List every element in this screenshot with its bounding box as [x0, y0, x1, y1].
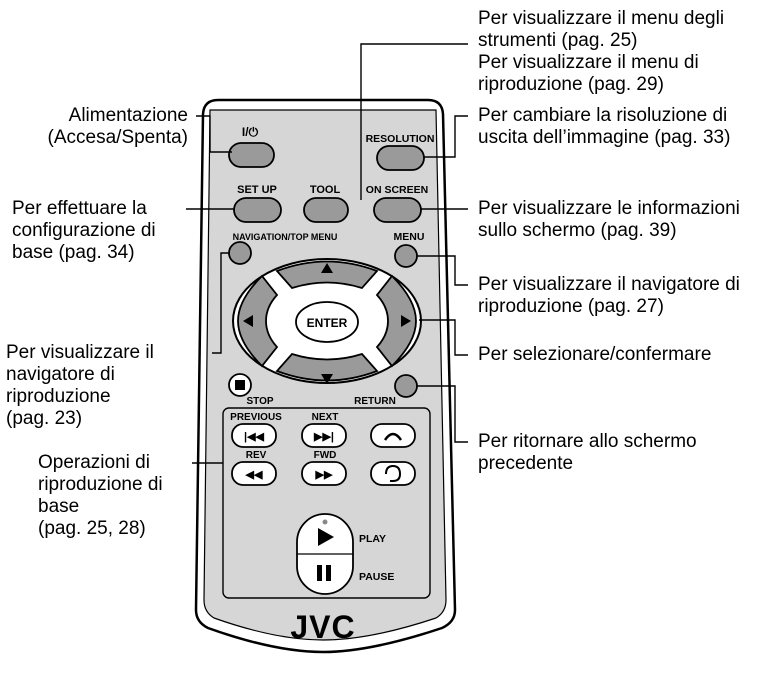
right-button[interactable] — [375, 274, 417, 368]
rev-button[interactable] — [231, 461, 277, 486]
leader-tool — [360, 43, 468, 200]
enter-button[interactable] — [295, 301, 359, 343]
on-screen-label: ON SCREEN — [366, 184, 428, 196]
leader-navigation — [212, 252, 230, 354]
annotation-navigation: Per visualizzare il navigatore di riprod… — [6, 342, 154, 430]
rev-label: REV — [246, 450, 267, 461]
annotation-return-line: precedente — [478, 453, 574, 474]
annotation-on-screen: Per visualizzare le informazioni sullo s… — [478, 198, 740, 242]
left-arrow-icon — [243, 315, 253, 327]
stop-icon — [235, 380, 245, 390]
annotation-playback-line: riproduzione di — [38, 474, 163, 495]
return-button[interactable] — [394, 374, 418, 398]
previous-icon: |◀◀ — [244, 431, 265, 443]
annotation-playback-line: Operazioni di — [38, 452, 150, 473]
next-label: NEXT — [312, 412, 339, 423]
play-indicator-dot — [322, 519, 328, 525]
annotation-tool-line: Per visualizzare il menu degli — [478, 8, 725, 29]
annotation-navigation-line: riproduzione — [6, 386, 111, 407]
playback-panel — [222, 407, 431, 599]
brand-logo: JVC — [290, 609, 355, 645]
fwd-label: FWD — [314, 450, 337, 461]
resolution-button[interactable] — [376, 145, 425, 171]
annotation-tool-line: strumenti (pag. 25) — [478, 30, 638, 51]
enter-label: ENTER — [307, 316, 348, 330]
leader-select — [419, 319, 468, 356]
annotation-select-line: Per selezionare/confermare — [478, 344, 712, 365]
replay-button[interactable] — [370, 461, 416, 486]
annotation-power: Alimentazione (Accesa/Spenta) — [48, 105, 188, 149]
annotation-playback-line: (pag. 25, 28) — [38, 518, 146, 539]
resolution-label: RESOLUTION — [366, 133, 435, 145]
fwd-icon: ▶▶ — [315, 469, 333, 481]
annotation-setup-line: Per effettuare la — [12, 198, 147, 219]
skip-forward-icon — [383, 432, 403, 441]
annotation-return: Per ritornare allo schermo precedente — [478, 431, 697, 475]
annotation-tool: Per visualizzare il menu degli strumenti… — [478, 8, 724, 96]
setup-label: SET UP — [237, 184, 277, 196]
annotation-setup-line: configurazione di — [12, 220, 156, 241]
leader-power — [196, 115, 232, 153]
navigation-label: NAVIGATION/TOP MENU — [233, 232, 338, 242]
rev-icon: ◀◀ — [245, 469, 263, 481]
previous-label: PREVIOUS — [230, 412, 282, 423]
leader-menu — [417, 255, 468, 286]
annotation-on-screen-line: Per visualizzare le informazioni — [478, 198, 740, 219]
next-button[interactable] — [301, 423, 347, 448]
annotation-navigation-line: Per visualizzare il — [6, 342, 154, 363]
power-label: I/⏻ — [242, 125, 259, 139]
annotation-tool-line: Per visualizzare il menu di — [478, 52, 699, 73]
annotation-resolution-line: Per cambiare la risoluzione di — [478, 105, 728, 126]
pause-icon-left — [317, 565, 322, 581]
down-arrow-icon — [321, 374, 333, 384]
leader-lines — [186, 43, 468, 464]
up-button[interactable] — [275, 260, 379, 290]
navigation-button[interactable] — [228, 241, 252, 265]
tool-label: TOOL — [310, 184, 341, 196]
play-label: PLAY — [359, 533, 386, 545]
menu-label: MENU — [394, 231, 425, 243]
down-button[interactable] — [275, 352, 379, 382]
on-screen-button[interactable] — [373, 197, 422, 223]
power-button[interactable] — [228, 142, 275, 168]
annotation-setup-line: base (pag. 34) — [12, 242, 135, 263]
annotation-on-screen-line: sullo schermo (pag. 39) — [478, 220, 677, 241]
left-button[interactable] — [237, 274, 279, 368]
menu-button[interactable] — [394, 244, 418, 268]
annotation-select: Per selezionare/confermare — [478, 344, 711, 366]
tool-button[interactable] — [303, 197, 349, 223]
setup-button[interactable] — [233, 197, 282, 223]
next-icon: ▶▶| — [313, 431, 334, 443]
annotation-menu-line: riproduzione (pag. 27) — [478, 296, 664, 317]
annotation-resolution: Per cambiare la risoluzione di uscita de… — [478, 105, 730, 149]
annotation-power-line: Alimentazione — [68, 105, 188, 126]
annotation-return-line: Per ritornare allo schermo — [478, 431, 697, 452]
annotation-setup: Per effettuare la configurazione di base… — [12, 198, 156, 264]
play-icon — [318, 528, 334, 546]
right-arrow-icon — [401, 315, 411, 327]
up-arrow-icon — [321, 263, 333, 273]
leader-return — [417, 385, 468, 443]
annotation-menu: Per visualizzare il navigatore di riprod… — [478, 274, 740, 318]
annotation-navigation-line: navigatore di — [6, 364, 115, 385]
pause-icon-right — [326, 565, 331, 581]
annotation-tool-line: riproduzione (pag. 29) — [478, 74, 664, 95]
annotation-resolution-line: uscita dell’immagine (pag. 33) — [478, 127, 731, 148]
skip-forward-button[interactable] — [370, 423, 416, 448]
annotation-playback: Operazioni di riproduzione di base (pag.… — [38, 452, 163, 540]
replay-icon — [385, 464, 402, 482]
fwd-button[interactable] — [301, 461, 347, 486]
stop-label: STOP — [246, 396, 273, 407]
return-label: RETURN — [354, 396, 396, 407]
pause-label: PAUSE — [359, 571, 394, 583]
annotation-navigation-line: (pag. 23) — [6, 408, 83, 429]
previous-button[interactable] — [231, 423, 277, 448]
leader-resolution — [424, 115, 468, 158]
annotation-power-line: (Accesa/Spenta) — [47, 127, 188, 148]
annotation-menu-line: Per visualizzare il navigatore di — [478, 274, 740, 295]
annotation-playback-line: base — [38, 496, 80, 517]
